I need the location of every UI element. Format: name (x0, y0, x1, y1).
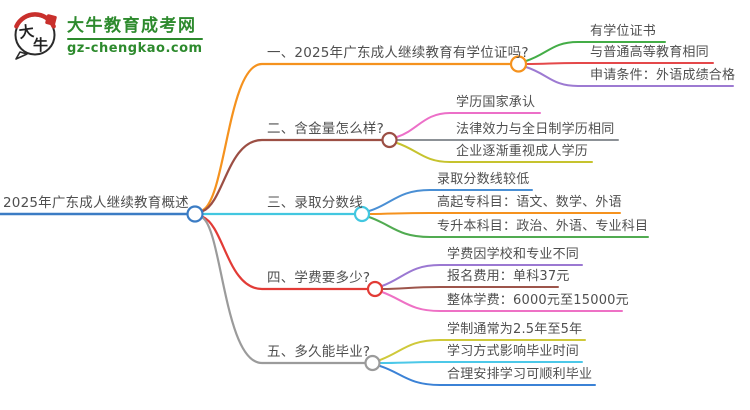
root-node-circle[interactable] (186, 205, 204, 223)
branch-3-child-1-label[interactable]: 录取分数线较低 (437, 172, 530, 187)
branch-4-child-2-label[interactable]: 报名费用：单科37元 (447, 269, 570, 284)
branch-4-child-3-label[interactable]: 整体学费：6000元至15000元 (447, 293, 629, 308)
branch-2-child-3-label[interactable]: 企业逐渐重视成人学历 (456, 144, 589, 159)
root-node-label[interactable]: 2025年广东成人继续教育概述 (3, 195, 189, 211)
branch-3-child-2-connector (368, 212, 621, 215)
branch-3-child-3-connector (368, 216, 649, 238)
branch-1-child-2-label[interactable]: 与普通高等教育相同 (590, 45, 709, 60)
branch-5-child-2-connector (379, 361, 583, 364)
branch-5-connector (201, 216, 367, 365)
branch-5-child-2-label[interactable]: 学习方式影响毕业时间 (447, 344, 580, 359)
branch-1-child-3-label[interactable]: 申请条件：外语成绩合格 (590, 68, 736, 83)
branch-4-connector (201, 215, 370, 291)
branch-2-node-circle[interactable] (381, 131, 398, 149)
branch-2-child-1-connector (396, 112, 541, 138)
branch-2-child-2-label[interactable]: 法律效力与全日制学历相同 (456, 122, 615, 137)
site-logo[interactable]: 大 牛 大牛教育成考网 gz-chengkao.com (10, 8, 203, 60)
branch-2-child-1-label[interactable]: 学历国家承认 (456, 95, 536, 110)
logo-badge-char-bottom: 牛 (33, 36, 48, 54)
logo-text-block: 大牛教育成考网 gz-chengkao.com (67, 12, 203, 56)
branch-1-child-3-connector (525, 66, 734, 87)
branch-4-child-3-connector (381, 291, 623, 312)
branch-1-child-1-connector (525, 41, 666, 62)
branch-5-node-circle[interactable] (364, 354, 381, 372)
branch-5-child-1-connector (379, 339, 586, 361)
logo-bubble-tail (15, 51, 28, 60)
branch-3-child-1-connector (368, 189, 533, 212)
branch-4-child-1-label[interactable]: 学费因学校和专业不同 (447, 247, 580, 262)
branch-5-label[interactable]: 五、多久能毕业? (267, 344, 371, 360)
branch-4-node-circle[interactable] (366, 280, 384, 298)
branch-4-label[interactable]: 四、学费要多少? (267, 270, 371, 286)
logo-badge-char-top: 大 (18, 22, 35, 42)
logo-site-name: 大牛教育成考网 (67, 16, 197, 36)
branch-2-label[interactable]: 二、含金量怎么样? (267, 121, 384, 137)
branch-4-child-2-connector (381, 286, 559, 290)
branch-3-node-circle[interactable] (353, 205, 371, 223)
branch-1-child-2-connector (525, 62, 714, 65)
branch-3-child-2-label[interactable]: 高起专科目：语文、数学、外语 (437, 195, 622, 210)
branch-5-child-3-label[interactable]: 合理安排学习可顺利毕业 (447, 367, 593, 382)
branch-3-child-3-label[interactable]: 专升本科目：政治、外语、专业科目 (437, 219, 649, 234)
logo-seal-icon (45, 14, 57, 26)
logo-site-url: gz-chengkao.com (67, 41, 203, 56)
branch-5-child-3-connector (379, 365, 596, 386)
branch-1-node-circle[interactable] (509, 55, 528, 73)
branch-2-child-3-connector (396, 142, 593, 163)
branch-2-connector (201, 138, 384, 213)
logo-divider (67, 38, 203, 40)
branch-4-child-1-connector (381, 264, 583, 287)
logo-badge-icon: 大 牛 (14, 12, 57, 60)
branch-1-label[interactable]: 一、2025年广东成人继续教育有学位证吗? (267, 45, 529, 61)
branch-1-child-1-label[interactable]: 有学位证书 (590, 24, 657, 39)
branch-5-child-1-label[interactable]: 学制通常为2.5年至5年 (447, 322, 583, 337)
branch-1-connector (201, 62, 513, 212)
branch-3-label[interactable]: 三、录取分数线 (267, 195, 363, 211)
